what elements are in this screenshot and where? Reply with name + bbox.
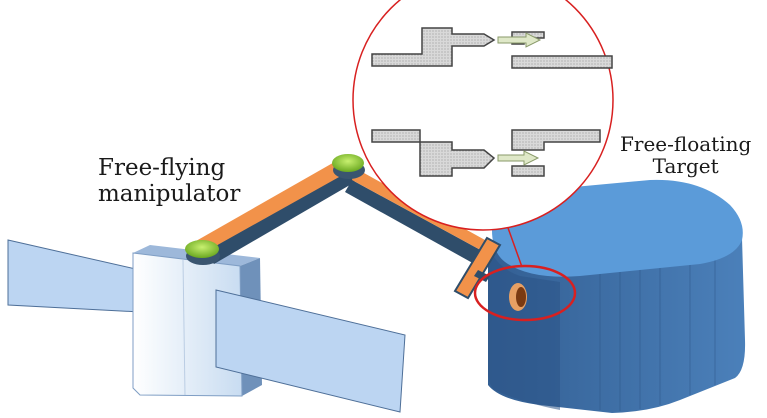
solar-panel-right [215,289,406,413]
manipulator-label: Free-flying manipulator [98,155,241,208]
elbow-joint [332,154,365,179]
probe-icon [371,27,496,67]
arrow-right-icon [497,150,540,166]
docking-port [509,283,527,311]
target-label-line1: Free-floating [620,132,752,156]
section-view-bottom [371,129,601,177]
target-icon [488,179,746,413]
shoulder-joint [185,240,220,265]
arrow-right-icon [497,32,542,48]
target-label: Free-floating Target [620,133,751,178]
solar-panel-left [7,239,141,313]
probe-icon [371,129,496,177]
section-view-top [371,27,613,69]
manipulator-label-line1: Free-flying [98,155,226,181]
drogue-icon [511,129,601,177]
target-label-line2: Target [652,154,719,179]
manipulator-label-line2: manipulator [98,180,241,207]
